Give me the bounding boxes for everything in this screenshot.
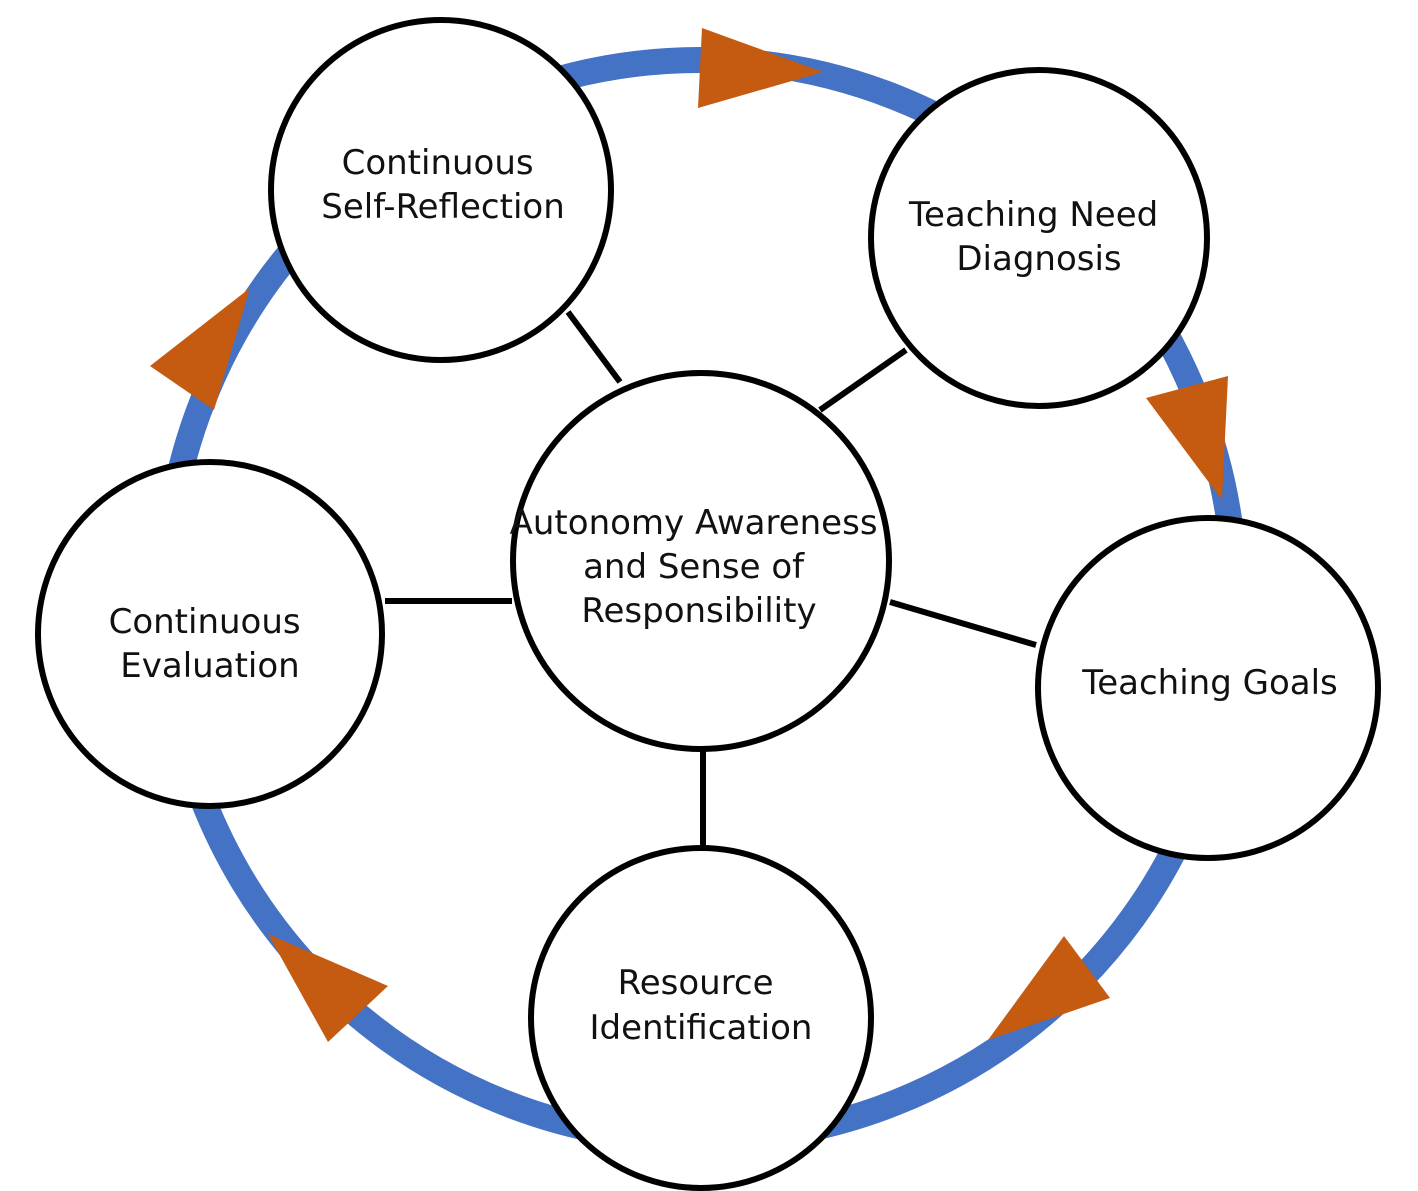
arrow-diagnosis-to-goals	[1146, 376, 1228, 500]
arrow-goals-to-resource	[988, 936, 1110, 1040]
flow-arrows	[150, 28, 1228, 1042]
node-teaching-goals	[1035, 515, 1381, 861]
connector-self-reflection	[565, 310, 623, 384]
label-teaching-need-diagnosis: Teaching Need Diagnosis	[908, 195, 1169, 279]
arrow-evaluation-to-self-reflection	[150, 288, 250, 410]
label-center-autonomy: Autonomy Awareness and Sense of Responsi…	[510, 503, 889, 631]
node-labels: Continuous Self-Reflection Teaching Need…	[109, 143, 1338, 1048]
arrow-self-reflection-to-diagnosis	[698, 28, 823, 108]
arrow-resource-to-evaluation	[268, 934, 388, 1042]
hub-connectors	[385, 310, 1037, 848]
label-resource-identification: Resource Identification	[590, 963, 813, 1048]
label-teaching-goals: Teaching Goals	[1081, 663, 1338, 703]
node-circles	[35, 17, 1381, 1191]
label-continuous-evaluation: Continuous Evaluation	[109, 602, 312, 686]
connector-diagnosis	[818, 347, 908, 413]
node-resource-identification	[528, 845, 874, 1191]
node-center-autonomy	[510, 370, 892, 752]
connector-goals	[889, 599, 1037, 648]
node-continuous-evaluation	[35, 459, 385, 809]
label-continuous-self-reflection: Continuous Self-Reflection	[321, 143, 565, 227]
node-teaching-need-diagnosis	[868, 67, 1210, 409]
node-continuous-self-reflection	[268, 17, 614, 363]
